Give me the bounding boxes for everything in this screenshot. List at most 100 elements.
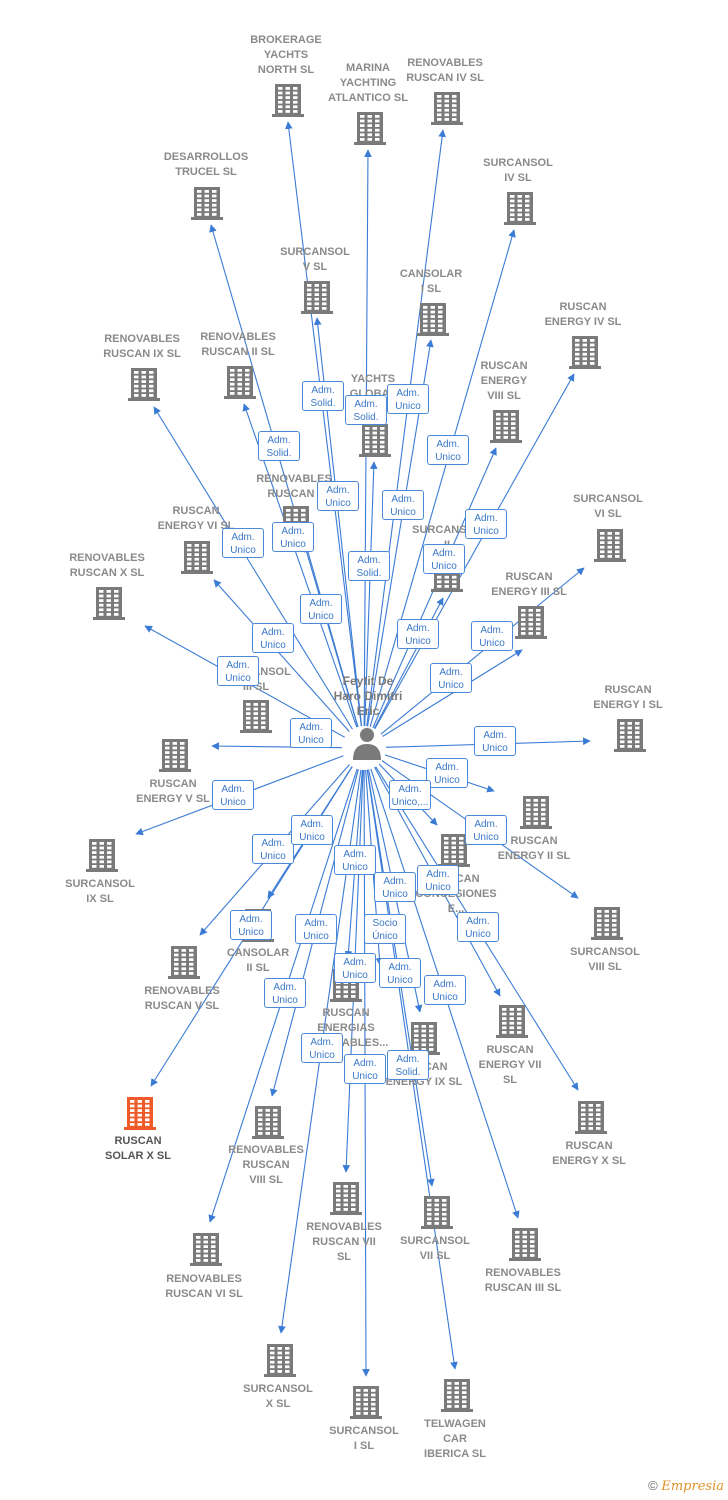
- company-label-surcansol_ix[interactable]: SURCANSOL IX SL: [65, 878, 135, 905]
- role-badge: Adm. Unico: [457, 912, 499, 942]
- company-label-renovables_ii[interactable]: RENOVABLES RUSCAN II SL: [200, 331, 276, 358]
- building-icon[interactable]: [124, 1097, 156, 1130]
- role-badge: Adm. Unico: [387, 384, 429, 414]
- person-name[interactable]: Feytit De Haro Dimitri Eric: [333, 674, 403, 718]
- company-label-telwagen[interactable]: TELWAGEN CAR IBERICA SL: [424, 1418, 486, 1460]
- building-icon[interactable]: [128, 368, 160, 401]
- building-icon[interactable]: [159, 739, 191, 772]
- company-label-brokerage[interactable]: BROKERAGE YACHTS NORTH SL: [250, 34, 322, 76]
- building-icon[interactable]: [421, 1196, 453, 1229]
- building-icon[interactable]: [168, 946, 200, 979]
- building-icon[interactable]: [496, 1005, 528, 1038]
- edge-surcansol_iv: [369, 229, 516, 728]
- building-icon[interactable]: [350, 1386, 382, 1419]
- company-label-ruscan_i[interactable]: RUSCAN ENERGY I SL: [593, 684, 663, 711]
- company-label-ruscan_viii[interactable]: RUSCAN ENERGY VIII SL: [480, 360, 528, 402]
- role-badge: Adm. Unico: [471, 621, 513, 651]
- person-node[interactable]: [353, 728, 381, 760]
- building-icon[interactable]: [515, 606, 547, 639]
- company-label-renovables_v[interactable]: RENOVABLES RUSCAN V SL: [144, 985, 220, 1012]
- company-label-ruscan_iii[interactable]: RUSCAN ENERGY III SL: [491, 571, 567, 598]
- role-badge: Socio Único: [364, 914, 406, 944]
- role-badge: Adm. Unico: [291, 815, 333, 845]
- role-badge: Adm. Unico: [427, 435, 469, 465]
- company-label-renovables_vii[interactable]: RENOVABLES RUSCAN VII SL: [306, 1221, 382, 1263]
- copyright-symbol: ©: [648, 1478, 658, 1493]
- edge-ruscan_iv: [374, 373, 575, 730]
- company-label-ruscan_ii[interactable]: RUSCAN ENERGY II SL: [497, 835, 571, 862]
- building-icon[interactable]: [330, 1182, 362, 1215]
- role-badge: Adm. Unico: [344, 1054, 386, 1084]
- role-badge: Adm. Unico: [252, 623, 294, 653]
- building-icon[interactable]: [301, 281, 333, 314]
- building-icon[interactable]: [520, 796, 552, 829]
- company-label-ruscan_solar_x[interactable]: RUSCAN SOLAR X SL: [104, 1135, 171, 1162]
- building-icon[interactable]: [224, 366, 256, 399]
- role-badge: Adm. Unico: [264, 978, 306, 1008]
- edge-yachts: [364, 461, 378, 727]
- company-label-renovables_vi[interactable]: RENOVABLES RUSCAN VI SL: [165, 1273, 243, 1300]
- role-badge: Adm. Solid.: [345, 395, 387, 425]
- role-badge: Adm. Unico: [301, 1033, 343, 1063]
- building-icon[interactable]: [569, 336, 601, 369]
- footer-brand: © Empresia: [648, 1478, 724, 1494]
- building-icon[interactable]: [614, 719, 646, 752]
- building-icon[interactable]: [504, 192, 536, 225]
- role-badge: Adm. Unico: [426, 758, 468, 788]
- building-icon[interactable]: [181, 541, 213, 574]
- company-label-renovables_iv[interactable]: RENOVABLES RUSCAN IV SL: [406, 57, 484, 84]
- building-icon[interactable]: [240, 700, 272, 733]
- role-badge: Adm. Unico: [272, 522, 314, 552]
- company-label-ruscan_iv[interactable]: RUSCAN ENERGY IV SL: [544, 301, 622, 328]
- company-label-surcansol_vii[interactable]: SURCANSOL VII SL: [400, 1235, 470, 1262]
- brand-name[interactable]: Empresia: [661, 1479, 724, 1494]
- company-label-ruscan_vii[interactable]: RUSCAN ENERGY VII SL: [478, 1044, 542, 1086]
- building-icon[interactable]: [93, 587, 125, 620]
- person-icon: [353, 744, 381, 760]
- role-badge: Adm. Unico: [212, 780, 254, 810]
- building-icon[interactable]: [417, 303, 449, 336]
- company-label-renovables_ix[interactable]: RENOVABLES RUSCAN IX SL: [103, 333, 181, 360]
- company-label-ruscan_x[interactable]: RUSCAN ENERGY X SL: [552, 1140, 626, 1167]
- company-label-surcansol_v[interactable]: SURCANSOL V SL: [280, 246, 350, 273]
- company-label-surcansol_viii[interactable]: SURCANSOL VIII SL: [570, 946, 640, 973]
- company-label-surcansol_vi[interactable]: SURCANSOL VI SL: [573, 493, 643, 520]
- building-icon[interactable]: [354, 112, 386, 145]
- company-label-cansolar_i[interactable]: CANSOLAR I SL: [399, 268, 463, 295]
- role-badge: Adm. Unico,...: [389, 780, 431, 810]
- role-badge: Adm. Solid.: [387, 1050, 429, 1080]
- building-icon[interactable]: [264, 1344, 296, 1377]
- building-icon[interactable]: [86, 839, 118, 872]
- company-label-renovables_x[interactable]: RENOVABLES RUSCAN X SL: [69, 552, 145, 579]
- company-label-desarrollos[interactable]: DESARROLLOS TRUCEL SL: [163, 151, 249, 178]
- company-label-surcansol_x[interactable]: SURCANSOL X SL: [243, 1383, 313, 1410]
- company-label-ruscan_v[interactable]: RUSCAN ENERGY V SL: [136, 778, 210, 805]
- building-icon[interactable]: [272, 84, 304, 117]
- role-badge: Adm. Unico: [465, 815, 507, 845]
- building-icon[interactable]: [359, 424, 391, 457]
- company-label-cansolar_ii[interactable]: CANSOLAR II SL: [226, 947, 290, 974]
- building-icon[interactable]: [591, 907, 623, 940]
- company-label-renovables_viii[interactable]: RENOVABLES RUSCAN VIII SL: [228, 1144, 304, 1186]
- building-icon[interactable]: [594, 529, 626, 562]
- building-icon[interactable]: [509, 1228, 541, 1261]
- building-icon[interactable]: [441, 1379, 473, 1412]
- building-icon[interactable]: [490, 410, 522, 443]
- edge-ruscan_vi: [213, 579, 350, 732]
- building-icon[interactable]: [190, 1233, 222, 1266]
- building-icon[interactable]: [191, 187, 223, 220]
- role-badge: Adm. Unico: [424, 975, 466, 1005]
- building-icon[interactable]: [431, 92, 463, 125]
- company-label-surcansol_i[interactable]: SURCANSOL I SL: [329, 1425, 399, 1452]
- company-label-surcansol_iv[interactable]: SURCANSOL IV SL: [483, 157, 553, 184]
- building-icon[interactable]: [575, 1101, 607, 1134]
- edge-renovables_ix: [153, 406, 353, 730]
- building-icon[interactable]: [252, 1106, 284, 1139]
- company-label-marina[interactable]: MARINA YACHTING ATLANTICO SL: [328, 62, 408, 104]
- role-badge: Adm. Unico: [217, 656, 259, 686]
- building-icon[interactable]: [408, 1022, 440, 1055]
- role-badge: Adm. Unico: [295, 914, 337, 944]
- company-label-renovables_iii[interactable]: RENOVABLES RUSCAN III SL: [484, 1267, 562, 1294]
- role-badge: Adm. Unico: [230, 910, 272, 940]
- edge-renovables_iv: [366, 129, 446, 727]
